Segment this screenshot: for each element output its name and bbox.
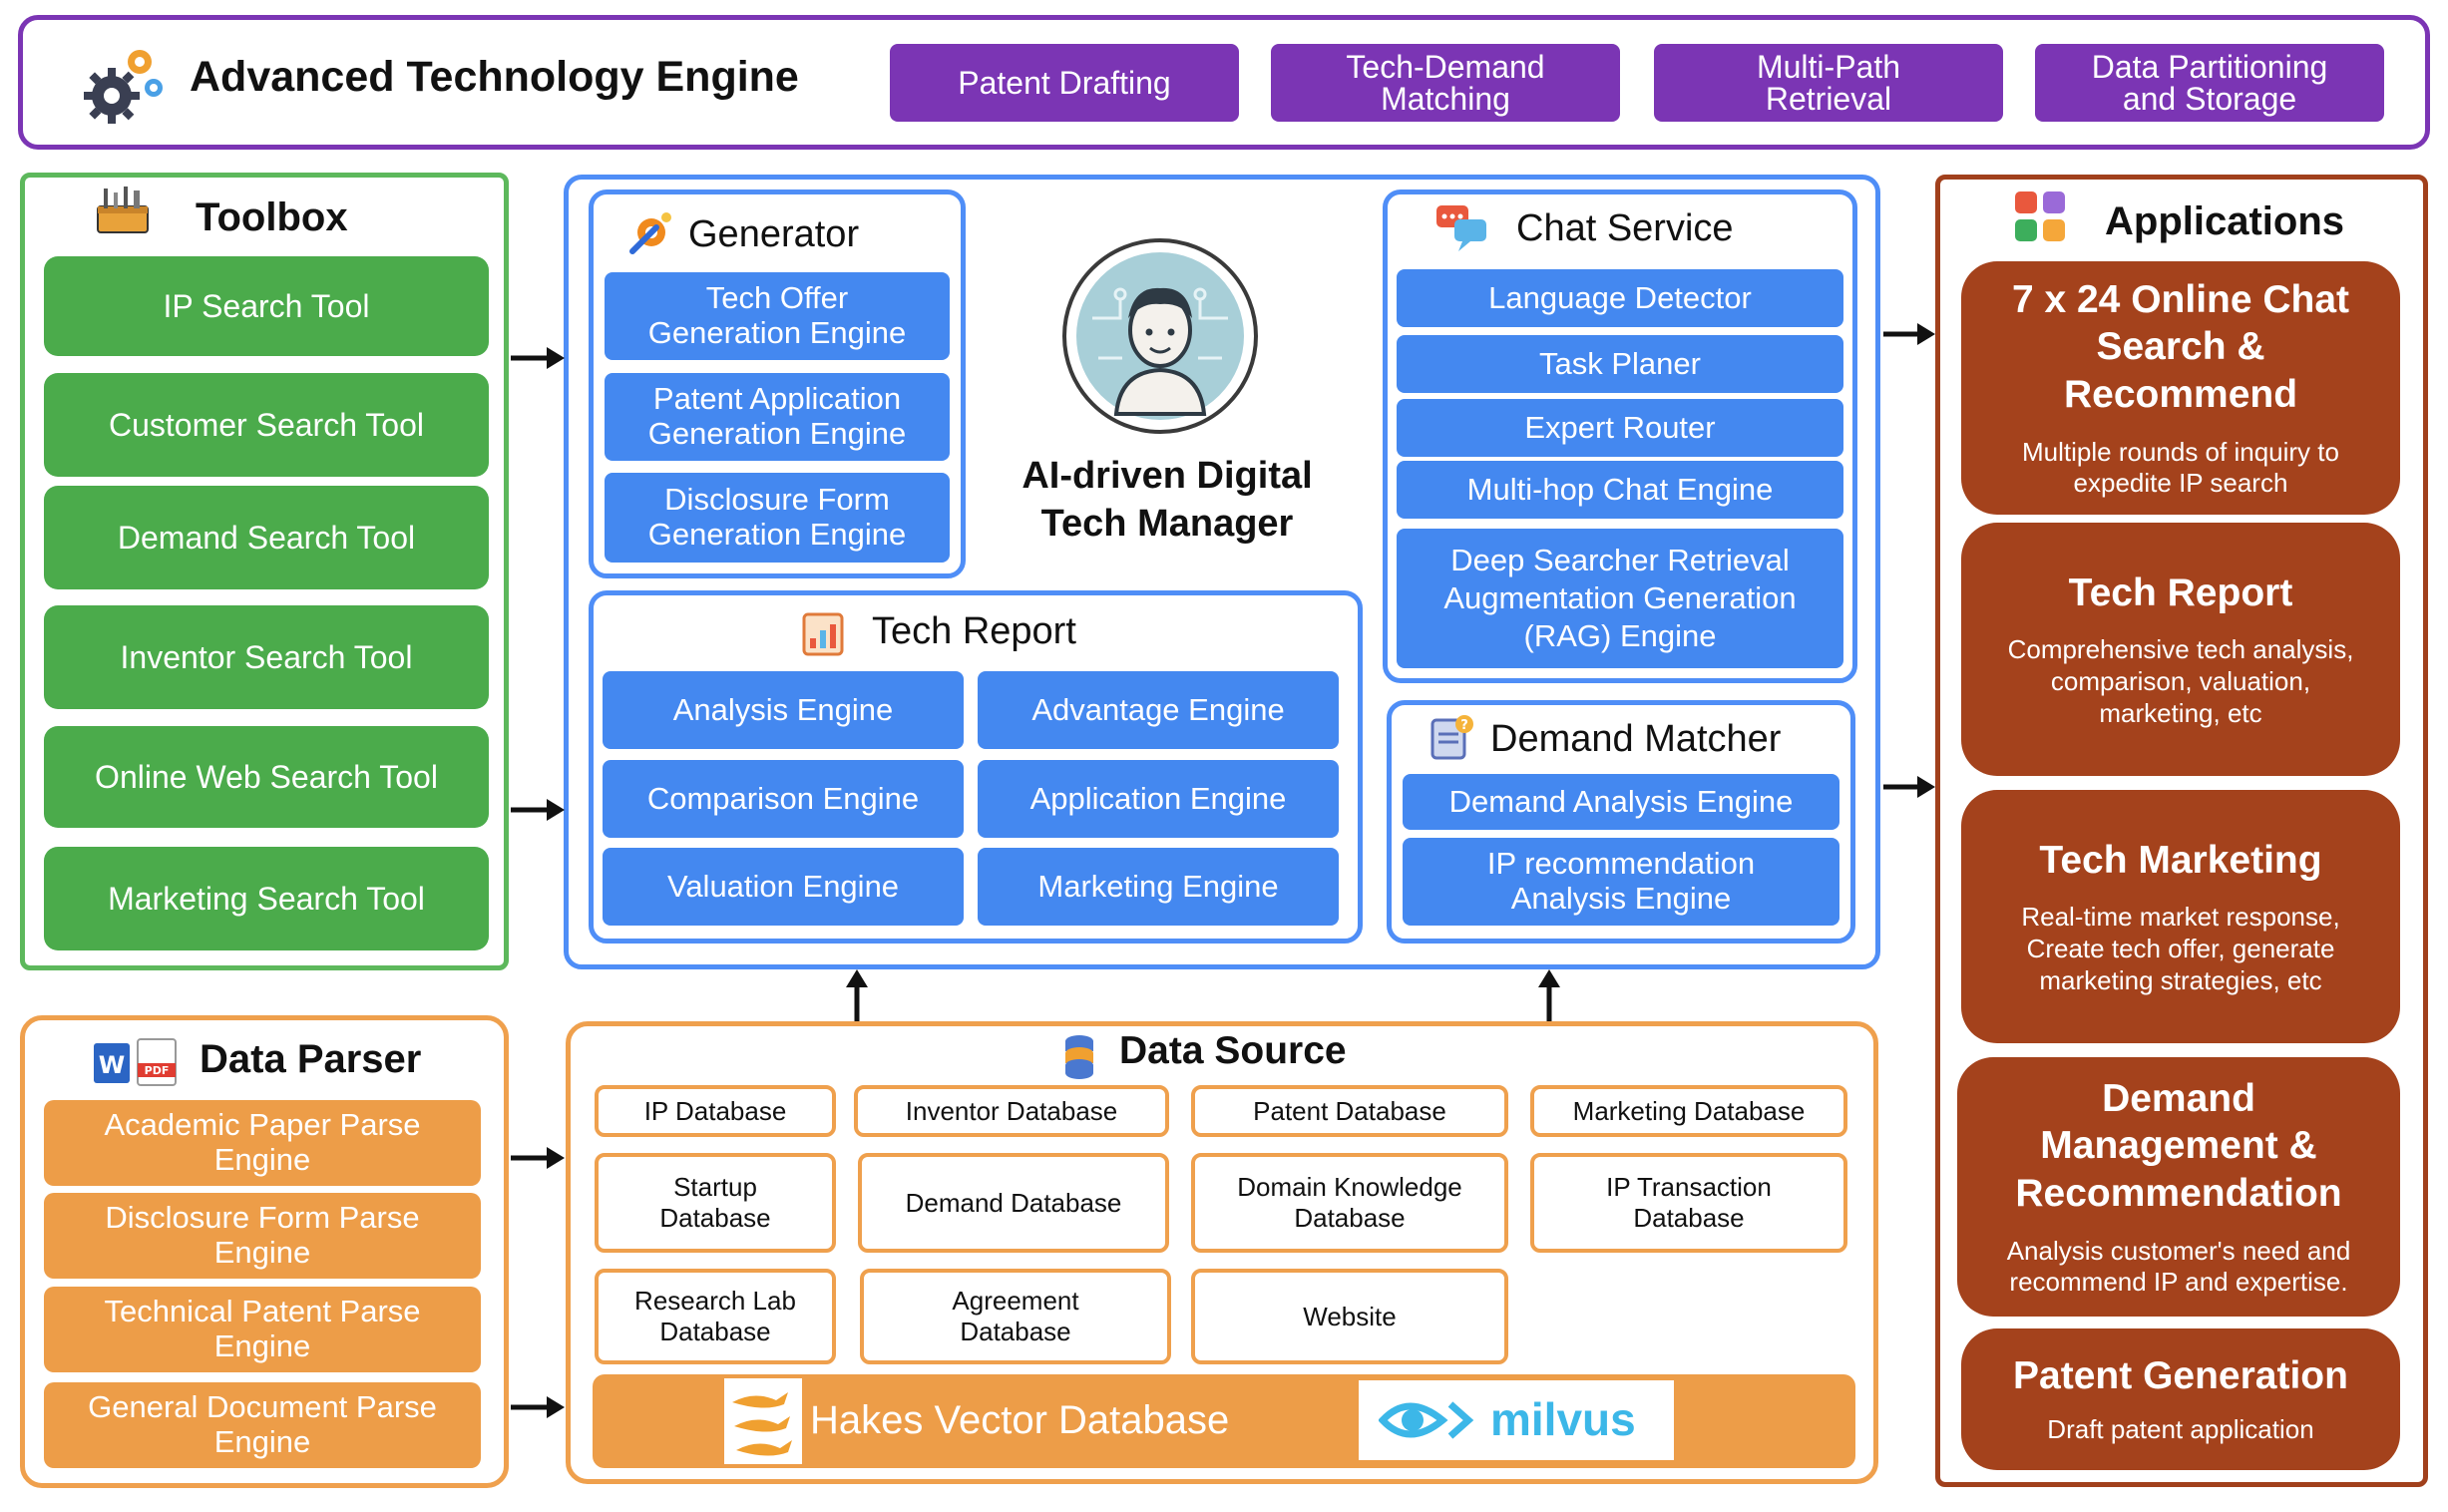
tool-marketing-search: Marketing Search Tool: [44, 847, 489, 950]
apps-grid-icon: [2013, 189, 2067, 243]
engine-comparison: Comparison Engine: [603, 760, 964, 838]
arrow-toolbox-to-core-1: [511, 347, 565, 369]
data-parser-title: Data Parser: [200, 1037, 422, 1081]
toolbox-icon: [94, 185, 152, 234]
chat-deep-searcher-rag: Deep Searcher Retrieval Augmentation Gen…: [1397, 529, 1843, 668]
engine-analysis: Analysis Engine: [603, 671, 964, 749]
chat-multi-hop-engine: Multi-hop Chat Engine: [1397, 461, 1843, 519]
db-demand: Demand Database: [858, 1153, 1169, 1253]
hakes-logo-icon: [724, 1378, 802, 1464]
gear-icon: [78, 40, 166, 128]
app-card-tech-marketing: Tech Marketing Real-time market response…: [1961, 790, 2400, 1043]
report-icon: [798, 608, 848, 658]
vector-db-label: Hakes Vector Database: [810, 1398, 1230, 1442]
generator-icon: [626, 207, 676, 257]
data-source-panel: [566, 1021, 1878, 1484]
app-card-online-chat: 7 x 24 Online Chat Search & Recommend Mu…: [1961, 261, 2400, 515]
db-startup: Startup Database: [595, 1153, 836, 1253]
tool-demand-search: Demand Search Tool: [44, 486, 489, 589]
data-source-title: Data Source: [1119, 1029, 1347, 1072]
arrow-parser-to-source-1: [511, 1147, 565, 1169]
applications-title: Applications: [2105, 199, 2345, 243]
header-pill-multi-path-retrieval: Multi-Path Retrieval: [1654, 44, 2003, 122]
chat-task-planer: Task Planer: [1397, 335, 1843, 393]
tech-report-title: Tech Report: [872, 610, 1076, 652]
db-agreement: Agreement Database: [860, 1269, 1171, 1364]
tool-inventor-search: Inventor Search Tool: [44, 605, 489, 709]
demand-matcher-title: Demand Matcher: [1490, 718, 1782, 760]
app-card-tech-report: Tech Report Comprehensive tech analysis,…: [1961, 523, 2400, 776]
engine-patent-application-generation: Patent Application Generation Engine: [605, 373, 950, 461]
chat-icon: [1434, 201, 1490, 253]
tool-online-web-search: Online Web Search Tool: [44, 726, 489, 828]
app-card-demand-management: Demand Management & Recommendation Analy…: [1957, 1057, 2400, 1317]
svg-text:?: ?: [1460, 718, 1468, 733]
chat-language-detector: Language Detector: [1397, 269, 1843, 327]
engine-application: Application Engine: [978, 760, 1339, 838]
db-ip-transaction: IP Transaction Database: [1530, 1153, 1847, 1253]
engine-advantage: Advantage Engine: [978, 671, 1339, 749]
db-ip: IP Database: [595, 1085, 836, 1137]
engine-marketing: Marketing Engine: [978, 848, 1339, 926]
arrow-parser-to-source-2: [511, 1396, 565, 1418]
header-banner: [18, 15, 2430, 150]
parser-technical-patent: Technical Patent Parse Engine: [44, 1287, 481, 1372]
header-pill-patent-drafting: Patent Drafting: [890, 44, 1239, 122]
parser-general-document: General Document Parse Engine: [44, 1382, 481, 1468]
engine-disclosure-form-generation: Disclosure Form Generation Engine: [605, 473, 950, 563]
chat-expert-router: Expert Router: [1397, 399, 1843, 457]
arrow-source-to-core-1: [846, 969, 868, 1021]
core-engine-panel: [564, 175, 1880, 969]
ai-avatar-icon: [1062, 238, 1258, 434]
db-patent: Patent Database: [1191, 1085, 1508, 1137]
arrow-toolbox-to-core-2: [511, 799, 565, 821]
milvus-logo: milvus: [1359, 1380, 1674, 1460]
parser-disclosure-form: Disclosure Form Parse Engine: [44, 1193, 481, 1279]
header-pill-data-partitioning: Data Partitioning and Storage: [2035, 44, 2384, 122]
word-pdf-icon: W PDF: [90, 1037, 182, 1087]
chat-service-panel: [1383, 189, 1857, 683]
app-card-patent-generation: Patent Generation Draft patent applicati…: [1961, 1328, 2400, 1470]
arrow-core-to-apps-2: [1883, 776, 1935, 798]
engine-ip-recommendation-analysis: IP recommendation Analysis Engine: [1403, 838, 1839, 926]
toolbox-panel: [20, 173, 509, 970]
db-domain-knowledge: Domain Knowledge Database: [1191, 1153, 1508, 1253]
engine-valuation: Valuation Engine: [603, 848, 964, 926]
tech-report-panel: [589, 590, 1363, 944]
applications-panel: [1935, 175, 2428, 1487]
engine-tech-offer-generation: Tech Offer Generation Engine: [605, 272, 950, 360]
demand-icon: ?: [1427, 712, 1476, 762]
svg-text:PDF: PDF: [145, 1064, 170, 1077]
database-icon: [1061, 1033, 1097, 1081]
tool-customer-search: Customer Search Tool: [44, 373, 489, 477]
db-inventor: Inventor Database: [854, 1085, 1169, 1137]
page-title: Advanced Technology Engine: [190, 53, 799, 101]
parser-academic-paper: Academic Paper Parse Engine: [44, 1100, 481, 1186]
milvus-logo-text: milvus: [1490, 1393, 1636, 1445]
header-pill-tech-demand-matching: Tech-Demand Matching: [1271, 44, 1620, 122]
tool-ip-search: IP Search Tool: [44, 256, 489, 356]
demand-matcher-panel: [1387, 700, 1855, 944]
svg-text:W: W: [99, 1051, 125, 1079]
toolbox-title: Toolbox: [196, 195, 348, 239]
generator-title: Generator: [688, 213, 860, 255]
data-parser-panel: [20, 1015, 509, 1488]
arrow-source-to-core-2: [1538, 969, 1560, 1021]
arrow-core-to-apps-1: [1883, 323, 1935, 345]
generator-panel: [589, 189, 966, 578]
engine-demand-analysis: Demand Analysis Engine: [1403, 774, 1839, 830]
db-marketing: Marketing Database: [1530, 1085, 1847, 1137]
db-research-lab: Research Lab Database: [595, 1269, 836, 1364]
chat-service-title: Chat Service: [1516, 207, 1734, 249]
db-website: Website: [1191, 1269, 1508, 1364]
ai-manager-label: AI-driven Digital Tech Manager: [1021, 455, 1313, 545]
